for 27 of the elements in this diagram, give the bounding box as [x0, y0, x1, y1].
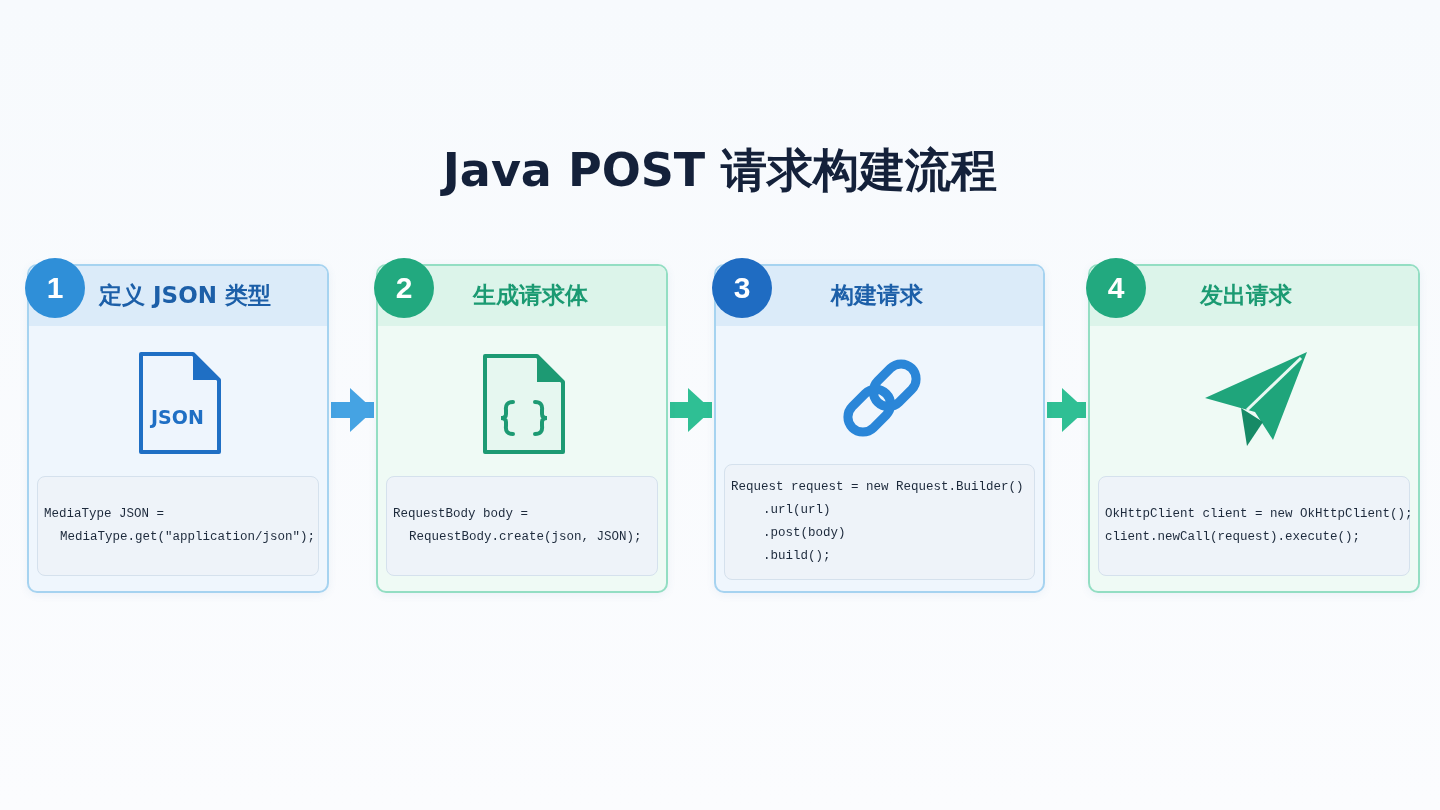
- icon-label: JSON: [151, 406, 204, 428]
- code-line: MediaType JSON =: [44, 506, 165, 523]
- step-number-badge: 1: [25, 258, 85, 318]
- title: Java POST 请求构建流程: [439, 142, 999, 199]
- code-block: [386, 476, 658, 576]
- code-line: .post(body): [762, 525, 846, 542]
- arrow: [331, 388, 374, 432]
- arrow: [1047, 388, 1086, 432]
- code-line: OkHttpClient client = new OkHttpClient();: [1105, 506, 1413, 523]
- code-line: client.newCall(request).execute();: [1105, 529, 1361, 546]
- code-line: .url(url): [762, 502, 831, 519]
- code-line: RequestBody.create(json, JSON);: [408, 529, 642, 546]
- code-block: [1098, 476, 1410, 576]
- code-line: Request request = new Request.Builder(): [731, 479, 1024, 496]
- step-heading: 发出请求: [1200, 281, 1292, 310]
- code-block: [724, 464, 1035, 580]
- code-line: RequestBody body =: [393, 506, 529, 523]
- step-heading: 构建请求: [831, 281, 923, 310]
- step-number-badge: 4: [1086, 258, 1146, 318]
- step-heading: 生成请求体: [473, 281, 588, 310]
- code-block: [37, 476, 319, 576]
- code-line: .build();: [762, 548, 831, 565]
- step-number-badge: 3: [712, 258, 772, 318]
- step-number-badge: 2: [374, 258, 434, 318]
- code-line: MediaType.get("application/json");: [59, 529, 316, 546]
- step-heading: 定义 JSON 类型: [99, 281, 271, 310]
- arrow: [670, 388, 712, 432]
